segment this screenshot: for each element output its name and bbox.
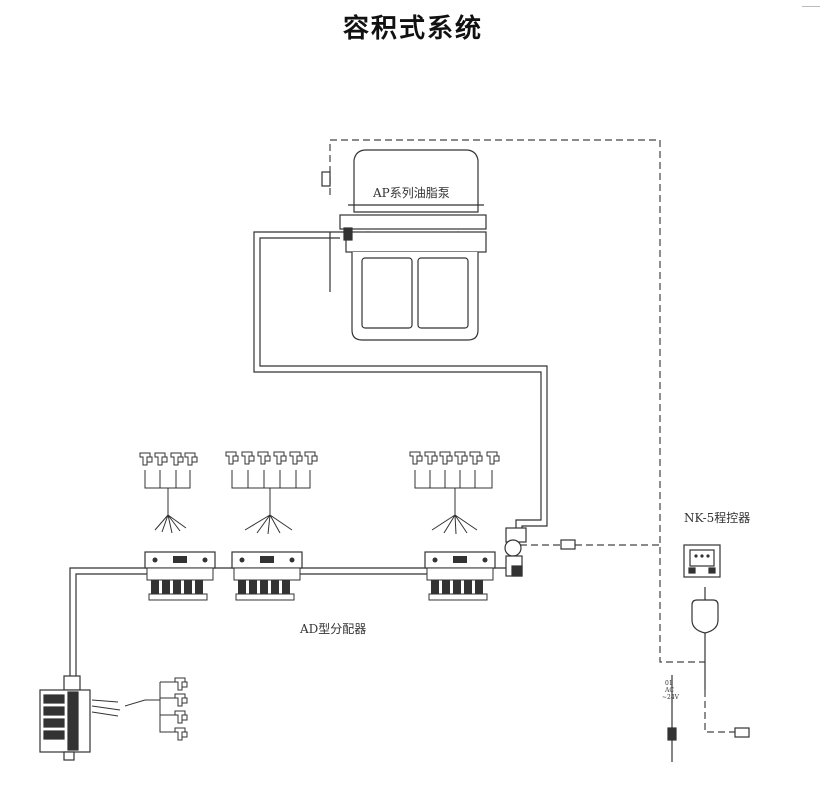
nozzle-group-2 bbox=[225, 451, 318, 535]
feeder-lines-bottom bbox=[91, 681, 175, 733]
nozzle-group-1 bbox=[139, 452, 198, 534]
controller-label: NK-5程控器 bbox=[684, 510, 750, 525]
power-label-3: ~24V bbox=[662, 694, 680, 701]
program-controller bbox=[683, 544, 721, 578]
power-label-2: AC bbox=[664, 687, 674, 694]
signal-lines bbox=[329, 139, 735, 733]
nozzle-group-3 bbox=[409, 451, 500, 535]
oil-cup bbox=[691, 587, 719, 690]
grease-pump bbox=[321, 149, 487, 341]
power-plug bbox=[667, 675, 677, 762]
distributor-label: AD型分配器 bbox=[299, 622, 366, 636]
page-title: 容积式系统 bbox=[342, 14, 483, 44]
pump-label: AP系列油脂泵 bbox=[372, 185, 450, 200]
distributor-1 bbox=[144, 551, 216, 601]
window-corner-mark bbox=[802, 0, 820, 7]
supply-pipe bbox=[253, 231, 548, 530]
power-label-1: 01 bbox=[665, 680, 673, 687]
nozzle-group-4 bbox=[174, 677, 188, 741]
distributor-3 bbox=[424, 551, 496, 601]
main-valve bbox=[504, 527, 527, 577]
terminal-box bbox=[734, 727, 750, 738]
distributor-2 bbox=[231, 551, 303, 601]
progressive-distributor bbox=[39, 675, 91, 761]
pressure-sensor bbox=[560, 539, 576, 550]
